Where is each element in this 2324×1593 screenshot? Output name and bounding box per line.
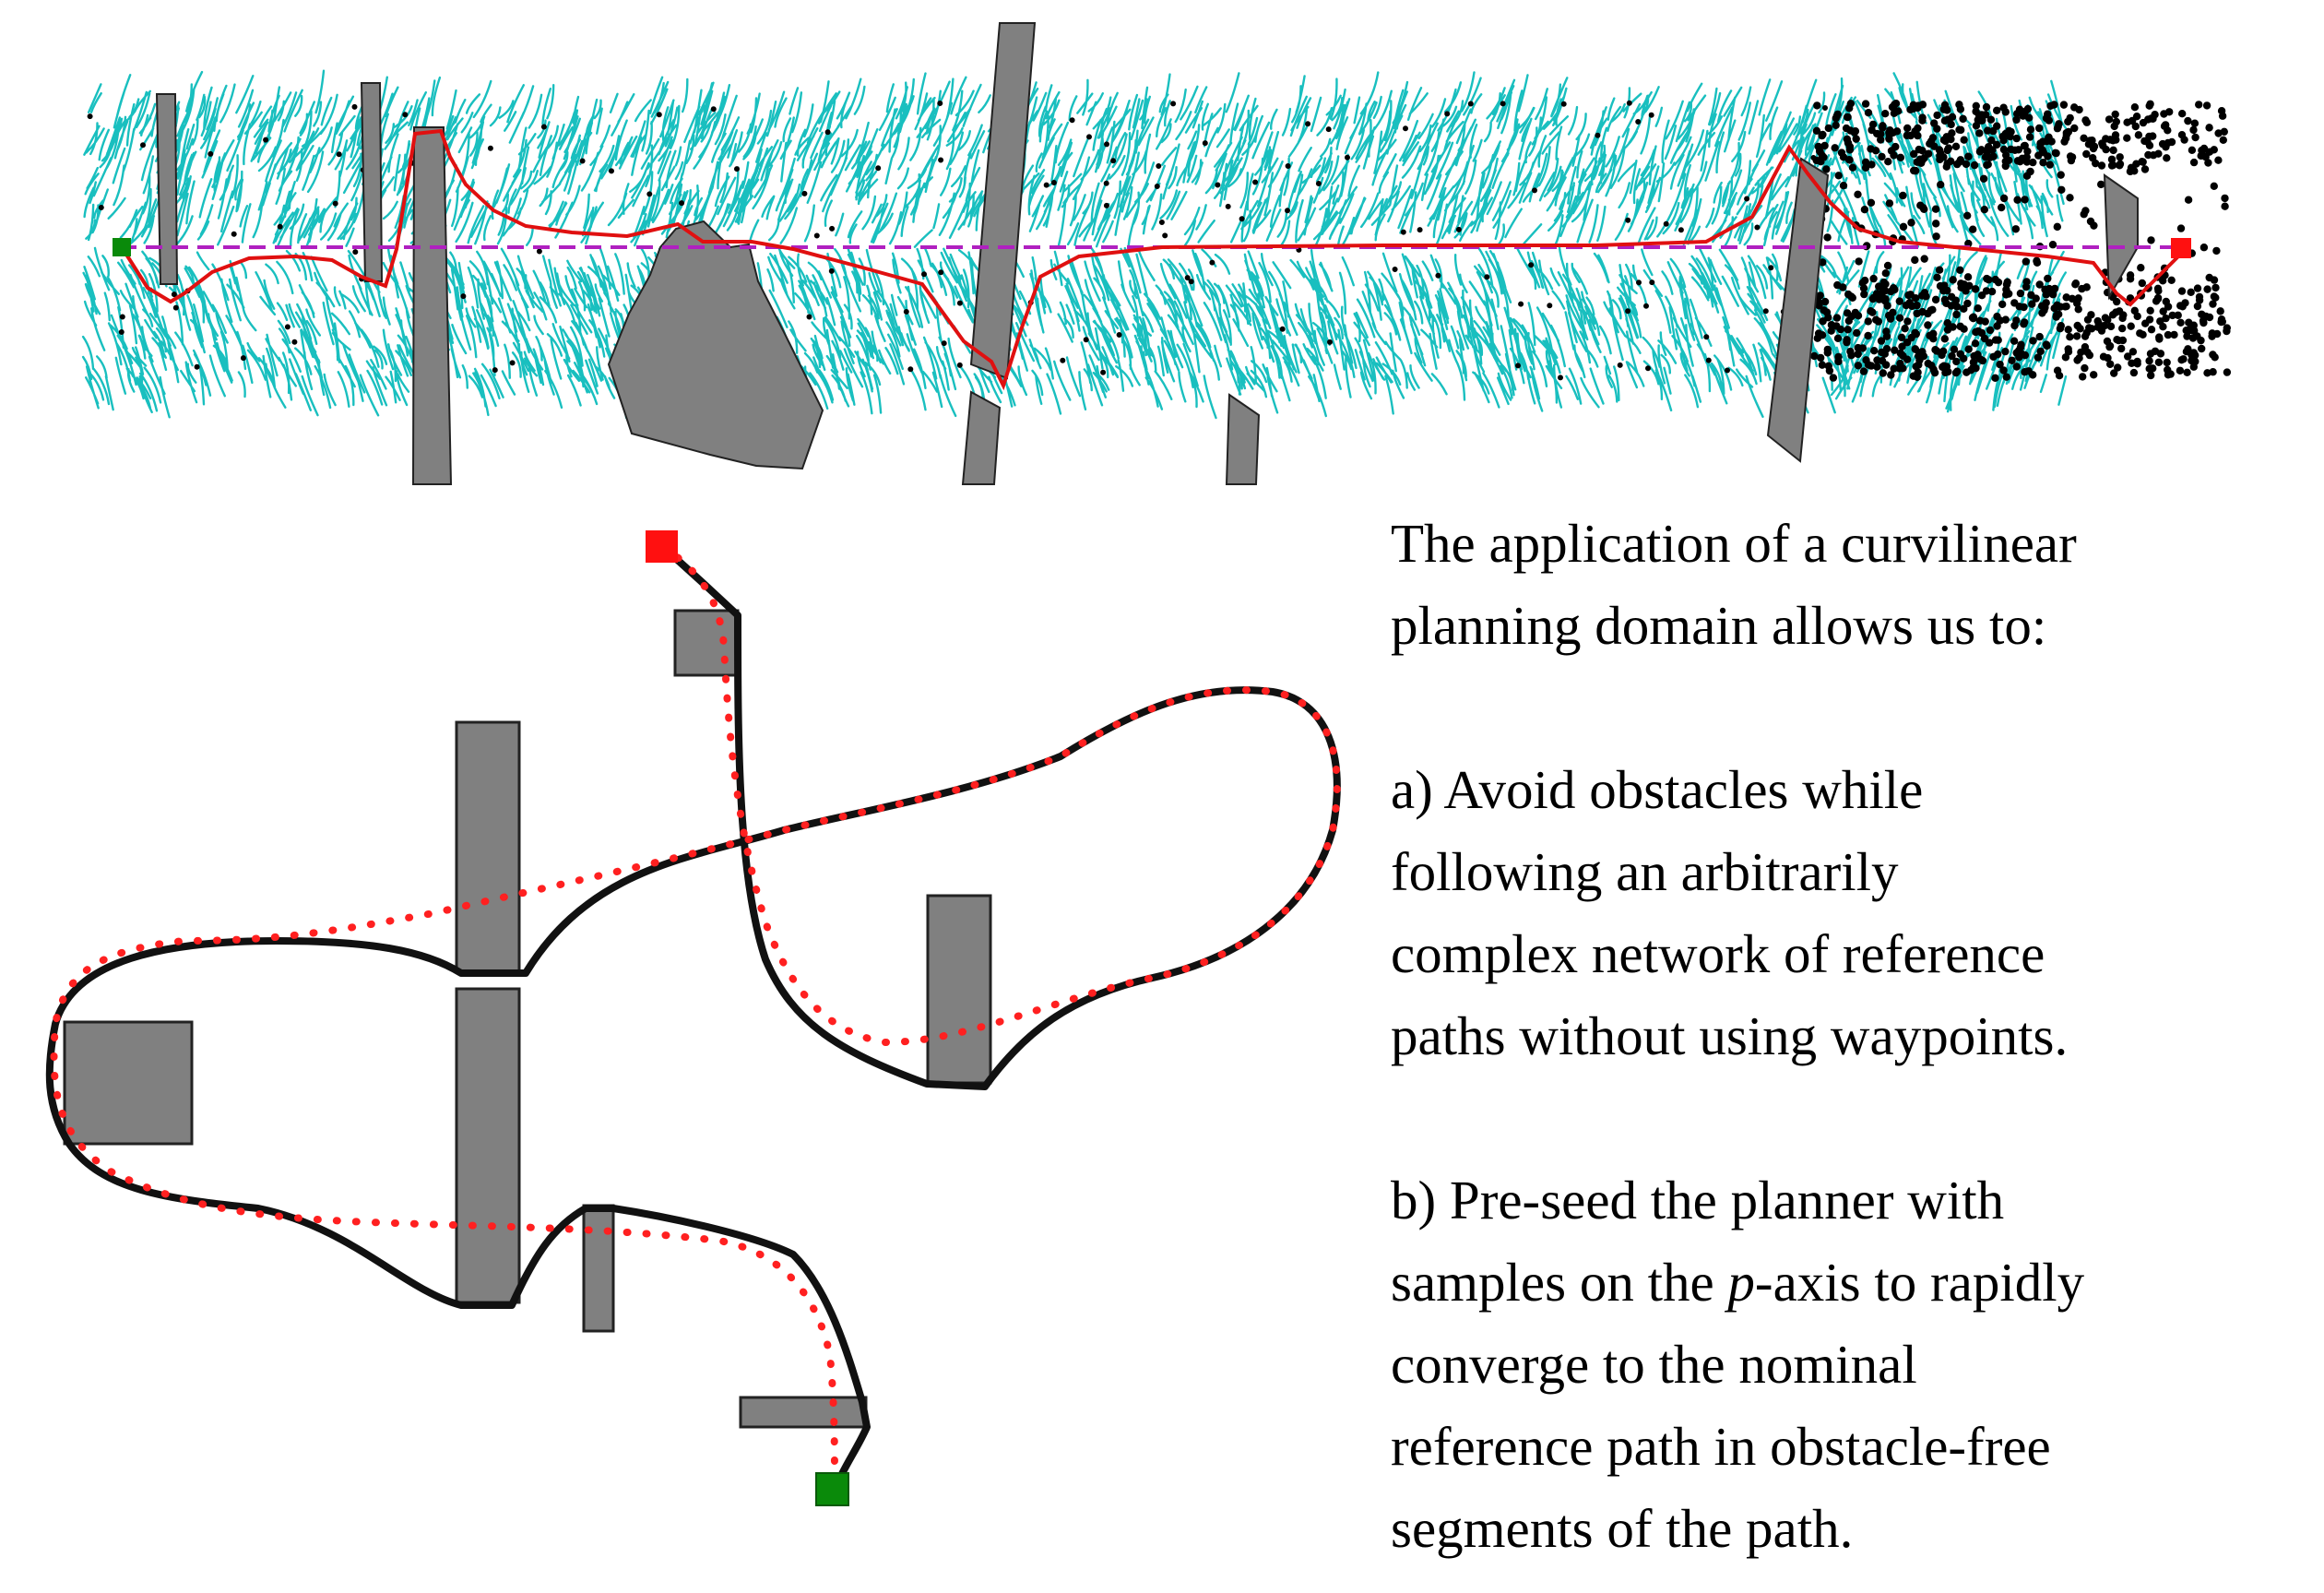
obstacle-tall-lower xyxy=(455,987,521,1304)
caption-b-line-1: b) Pre-seed the planner with xyxy=(1391,1170,2005,1230)
straight-corridor-figure xyxy=(81,22,2232,485)
trajectory xyxy=(45,542,1341,1493)
corridor-obstacles xyxy=(155,22,2139,485)
caption-a-line-1: a) Avoid obstacles while xyxy=(1391,759,1924,820)
sample-points xyxy=(87,99,2232,382)
obstacle-horizontal xyxy=(739,1396,868,1429)
solution-path xyxy=(120,128,2189,391)
caption-b-line-4: reference path in obstacle-free xyxy=(1391,1416,2051,1477)
caption-b-line-2: samples on the p-axis to rapidly xyxy=(1391,1242,2313,1324)
obstacle-slanted-low-2 xyxy=(1225,393,1261,485)
caption-text: The application of a curvilinear plannin… xyxy=(1391,503,2313,1570)
caption-b-line-3: converge to the nominal xyxy=(1391,1334,1917,1395)
sample-dots xyxy=(87,99,2232,382)
obstacle-slanted-low-1 xyxy=(961,390,1002,485)
obstacle-blob xyxy=(607,220,824,470)
obstacle-tall-upper xyxy=(455,720,521,973)
caption-b-line-5: segments of the path. xyxy=(1391,1498,1854,1559)
obstacle-post-2 xyxy=(360,82,384,282)
curvilinear-network-figure xyxy=(45,530,1341,1506)
caption-a-line-4: paths without using waypoints. xyxy=(1391,1005,2069,1066)
caption-b-line-2-post: -axis to rapidly xyxy=(1754,1252,2085,1313)
caption-a-line-2: following an arbitrarily xyxy=(1391,841,1899,902)
start-marker xyxy=(113,238,131,256)
p-axis-symbol: p xyxy=(1727,1252,1755,1313)
paragraph-gap xyxy=(1391,1077,2313,1159)
caption-a-line-3: complex network of reference xyxy=(1391,923,2045,984)
obstacle-slanted-right xyxy=(1766,157,1830,463)
obstacle-small-top xyxy=(673,609,740,677)
caption-intro-line-2: planning domain allows us to: xyxy=(1391,595,2047,656)
start-marker xyxy=(815,1472,849,1506)
obstacle-right-mid xyxy=(926,894,992,1085)
network-obstacles xyxy=(63,609,992,1429)
paragraph-gap xyxy=(1391,667,2313,749)
goal-marker xyxy=(646,530,678,563)
reference-path-dotted xyxy=(50,542,1341,1493)
goal-marker xyxy=(2171,238,2191,258)
obstacle-square-left xyxy=(63,1020,194,1146)
caption-b-line-2-pre: samples on the xyxy=(1391,1252,1728,1313)
obstacle-post-3 xyxy=(411,126,453,485)
obstacle-narrow-lower xyxy=(582,1204,615,1333)
obstacle-post-1 xyxy=(155,93,179,285)
caption-intro-line-1: The application of a curvilinear xyxy=(1391,513,2077,574)
